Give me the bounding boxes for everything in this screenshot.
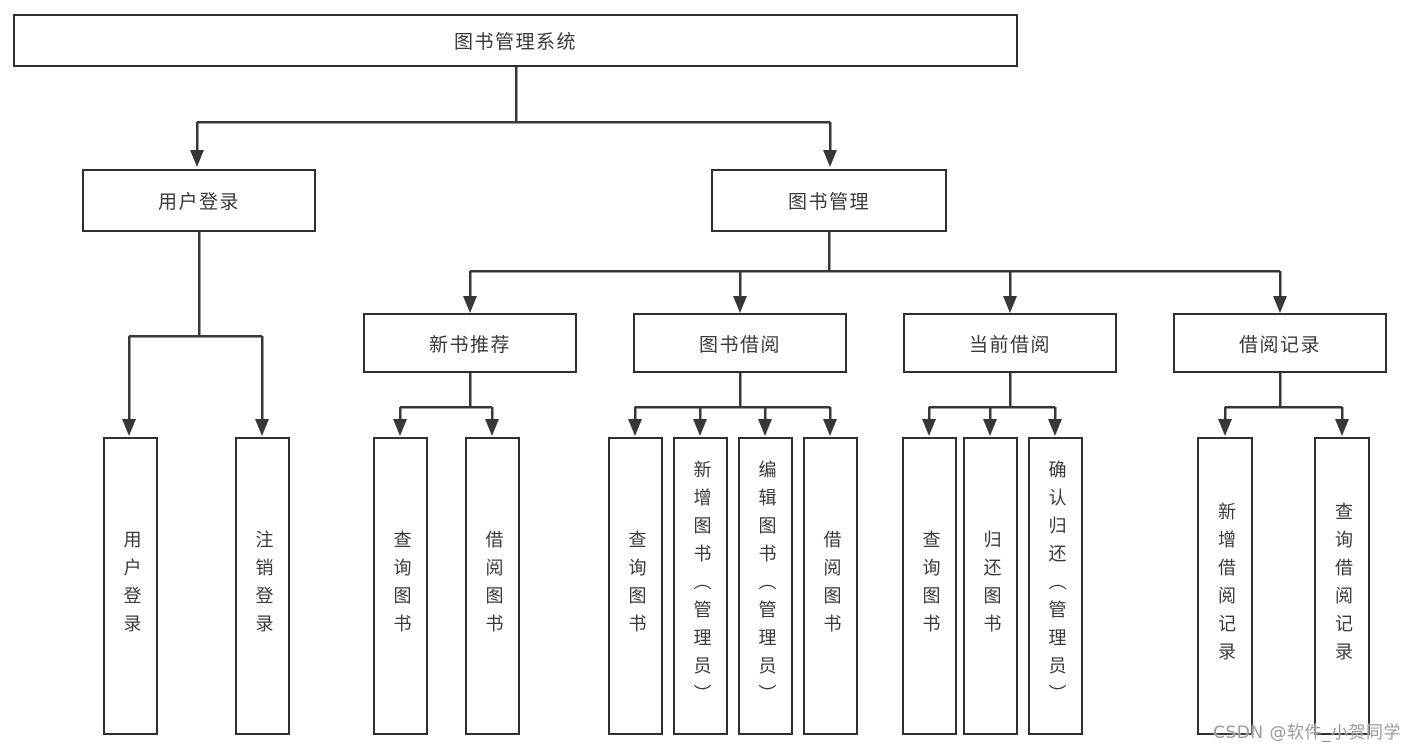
node-label: 图书管理系统 [453, 31, 577, 53]
node-leaf-borrowing-borrow-books: 借阅图书 [803, 437, 858, 735]
edge-book-management-children [463, 232, 1287, 313]
connector-line [398, 373, 494, 420]
edge-book-borrowing-children [628, 373, 837, 436]
arrow-down-icon [628, 419, 642, 436]
arrow-down-icon [693, 419, 707, 436]
node-label: 用户登录 [157, 191, 240, 213]
node-book-borrowing: 图书借阅 [633, 313, 847, 373]
node-leaf-borrowing-edit-books: 编辑图书（管理员） [738, 437, 793, 735]
arrow-down-icon [463, 296, 477, 313]
node-leaf-borrowing-query-books: 查询图书 [608, 437, 663, 735]
node-label: 注销登录 [252, 530, 274, 642]
arrow-down-icon [393, 419, 407, 436]
arrow-down-icon [823, 150, 837, 167]
node-leaf-current-return-books: 归还图书 [963, 437, 1018, 735]
node-label: 查询借阅记录 [1332, 502, 1353, 670]
arrow-down-icon [1048, 419, 1062, 436]
node-user-login: 用户登录 [82, 169, 316, 232]
node-label: 借阅图书 [820, 530, 842, 642]
node-borrowing-records: 借阅记录 [1173, 313, 1387, 373]
arrow-down-icon [485, 419, 499, 436]
arrow-down-icon [1218, 419, 1232, 436]
edge-new-book-recommend-children [393, 373, 499, 436]
connector-line [927, 373, 1057, 420]
connector-line [633, 373, 832, 420]
node-leaf-user-login: 用户登录 [103, 437, 158, 735]
node-label: 确认归还（管理员） [1045, 460, 1067, 712]
node-label: 查询图书 [919, 530, 941, 642]
node-leaf-borrowing-add-books: 新增图书（管理员） [673, 437, 728, 735]
node-label: 新增图书（管理员） [690, 460, 712, 712]
node-new-book-recommend: 新书推荐 [363, 313, 577, 373]
node-leaf-current-query-books: 查询图书 [902, 437, 957, 735]
node-label: 借阅记录 [1238, 333, 1321, 356]
connector-line [1223, 373, 1344, 420]
node-label: 图书借阅 [698, 333, 781, 356]
node-leaf-current-confirm-return: 确认归还（管理员） [1028, 437, 1083, 735]
node-book-management: 图书管理 [711, 169, 947, 232]
node-label: 查询图书 [625, 530, 647, 642]
edge-root-to-level2 [190, 67, 837, 167]
arrow-down-icon [255, 419, 269, 436]
node-label: 图书管理 [787, 191, 870, 213]
node-leaf-records-add-record: 新增借阅记录 [1197, 437, 1253, 735]
node-leaf-recommend-query-books: 查询图书 [373, 437, 428, 735]
node-label: 当前借阅 [968, 333, 1051, 356]
arrow-down-icon [983, 419, 997, 436]
connector-line [127, 232, 264, 420]
node-leaf-recommend-borrow-books: 借阅图书 [465, 437, 520, 735]
arrow-down-icon [1335, 419, 1349, 436]
edge-borrowing-records-children [1218, 373, 1349, 436]
node-label: 编辑图书（管理员） [755, 460, 777, 712]
node-leaf-records-query-record: 查询借阅记录 [1314, 437, 1370, 735]
arrow-down-icon [758, 419, 772, 436]
arrow-down-icon [190, 150, 204, 167]
connector-line [195, 67, 832, 151]
node-leaf-logout: 注销登录 [235, 437, 290, 735]
node-label: 新书推荐 [428, 333, 511, 356]
node-label: 归还图书 [980, 530, 1002, 642]
node-label: 查询图书 [390, 530, 412, 642]
node-label: 用户登录 [120, 530, 142, 642]
edge-user-login-children [122, 232, 269, 436]
arrow-down-icon [1273, 296, 1287, 313]
node-current-borrowing: 当前借阅 [903, 313, 1117, 373]
node-root-system: 图书管理系统 [13, 14, 1018, 67]
arrow-down-icon [122, 419, 136, 436]
connector-line [468, 232, 1282, 297]
arrow-down-icon [823, 419, 837, 436]
arrow-down-icon [1003, 296, 1017, 313]
csdn-watermark: CSDN @软件_小贺同学 [1213, 723, 1401, 743]
arrow-down-icon [733, 296, 747, 313]
arrow-down-icon [922, 419, 936, 436]
node-label: 新增借阅记录 [1215, 502, 1236, 670]
node-label: 借阅图书 [482, 530, 504, 642]
edge-current-borrowing-children [922, 373, 1062, 436]
